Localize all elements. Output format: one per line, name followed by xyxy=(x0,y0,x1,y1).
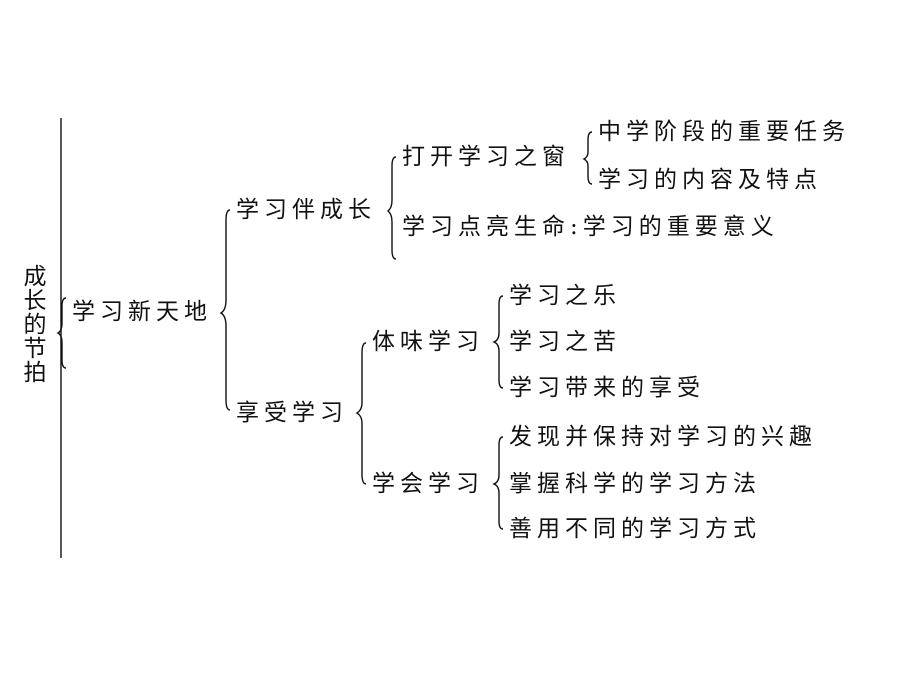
root-brace xyxy=(56,297,67,369)
xuehui-brace xyxy=(492,436,504,530)
root-char: 的 xyxy=(23,312,47,338)
leaf-xuexi-zhiku: 学习之苦 xyxy=(509,329,621,355)
level1-brace xyxy=(219,209,231,411)
leaf-zhongxue-jieduan: 中学阶段的重要任务 xyxy=(598,119,850,145)
leaf-faxian-xingqu: 发现并保持对学习的兴趣 xyxy=(509,424,817,450)
node-xuexi-dianliang-shengming: 学习点亮生命:学习的重要意义 xyxy=(402,214,779,240)
node-xiangshou-xuexi: 享受学习 xyxy=(236,400,348,426)
root-char: 长 xyxy=(23,288,47,314)
root-char: 成 xyxy=(23,264,47,290)
window-brace xyxy=(582,131,593,185)
leaf-shanyong-fangshi: 善用不同的学习方式 xyxy=(509,516,761,542)
node-tiwei-xuexi: 体味学习 xyxy=(372,329,484,355)
root-char: 拍 xyxy=(23,360,47,386)
branch2-brace xyxy=(355,342,367,485)
root-char: 节 xyxy=(23,336,47,362)
leaf-xuexi-neirong: 学习的内容及特点 xyxy=(598,167,822,193)
node-xuexi-ban-chengzhang: 学习伴成长 xyxy=(236,197,376,223)
tiwei-brace xyxy=(492,295,504,389)
node-xuexi-xintiandi: 学习新天地 xyxy=(72,299,212,325)
leaf-zhangwo-fangfa: 掌握科学的学习方法 xyxy=(509,471,761,497)
node-dakai-xuexi-zhichuang: 打开学习之窗 xyxy=(402,144,570,170)
leaf-xuexi-zhile: 学习之乐 xyxy=(509,283,621,309)
node-xuehui-xuexi: 学会学习 xyxy=(372,471,484,497)
branch1-brace xyxy=(386,156,397,260)
leaf-xuexi-xiangshou: 学习带来的享受 xyxy=(509,375,705,401)
